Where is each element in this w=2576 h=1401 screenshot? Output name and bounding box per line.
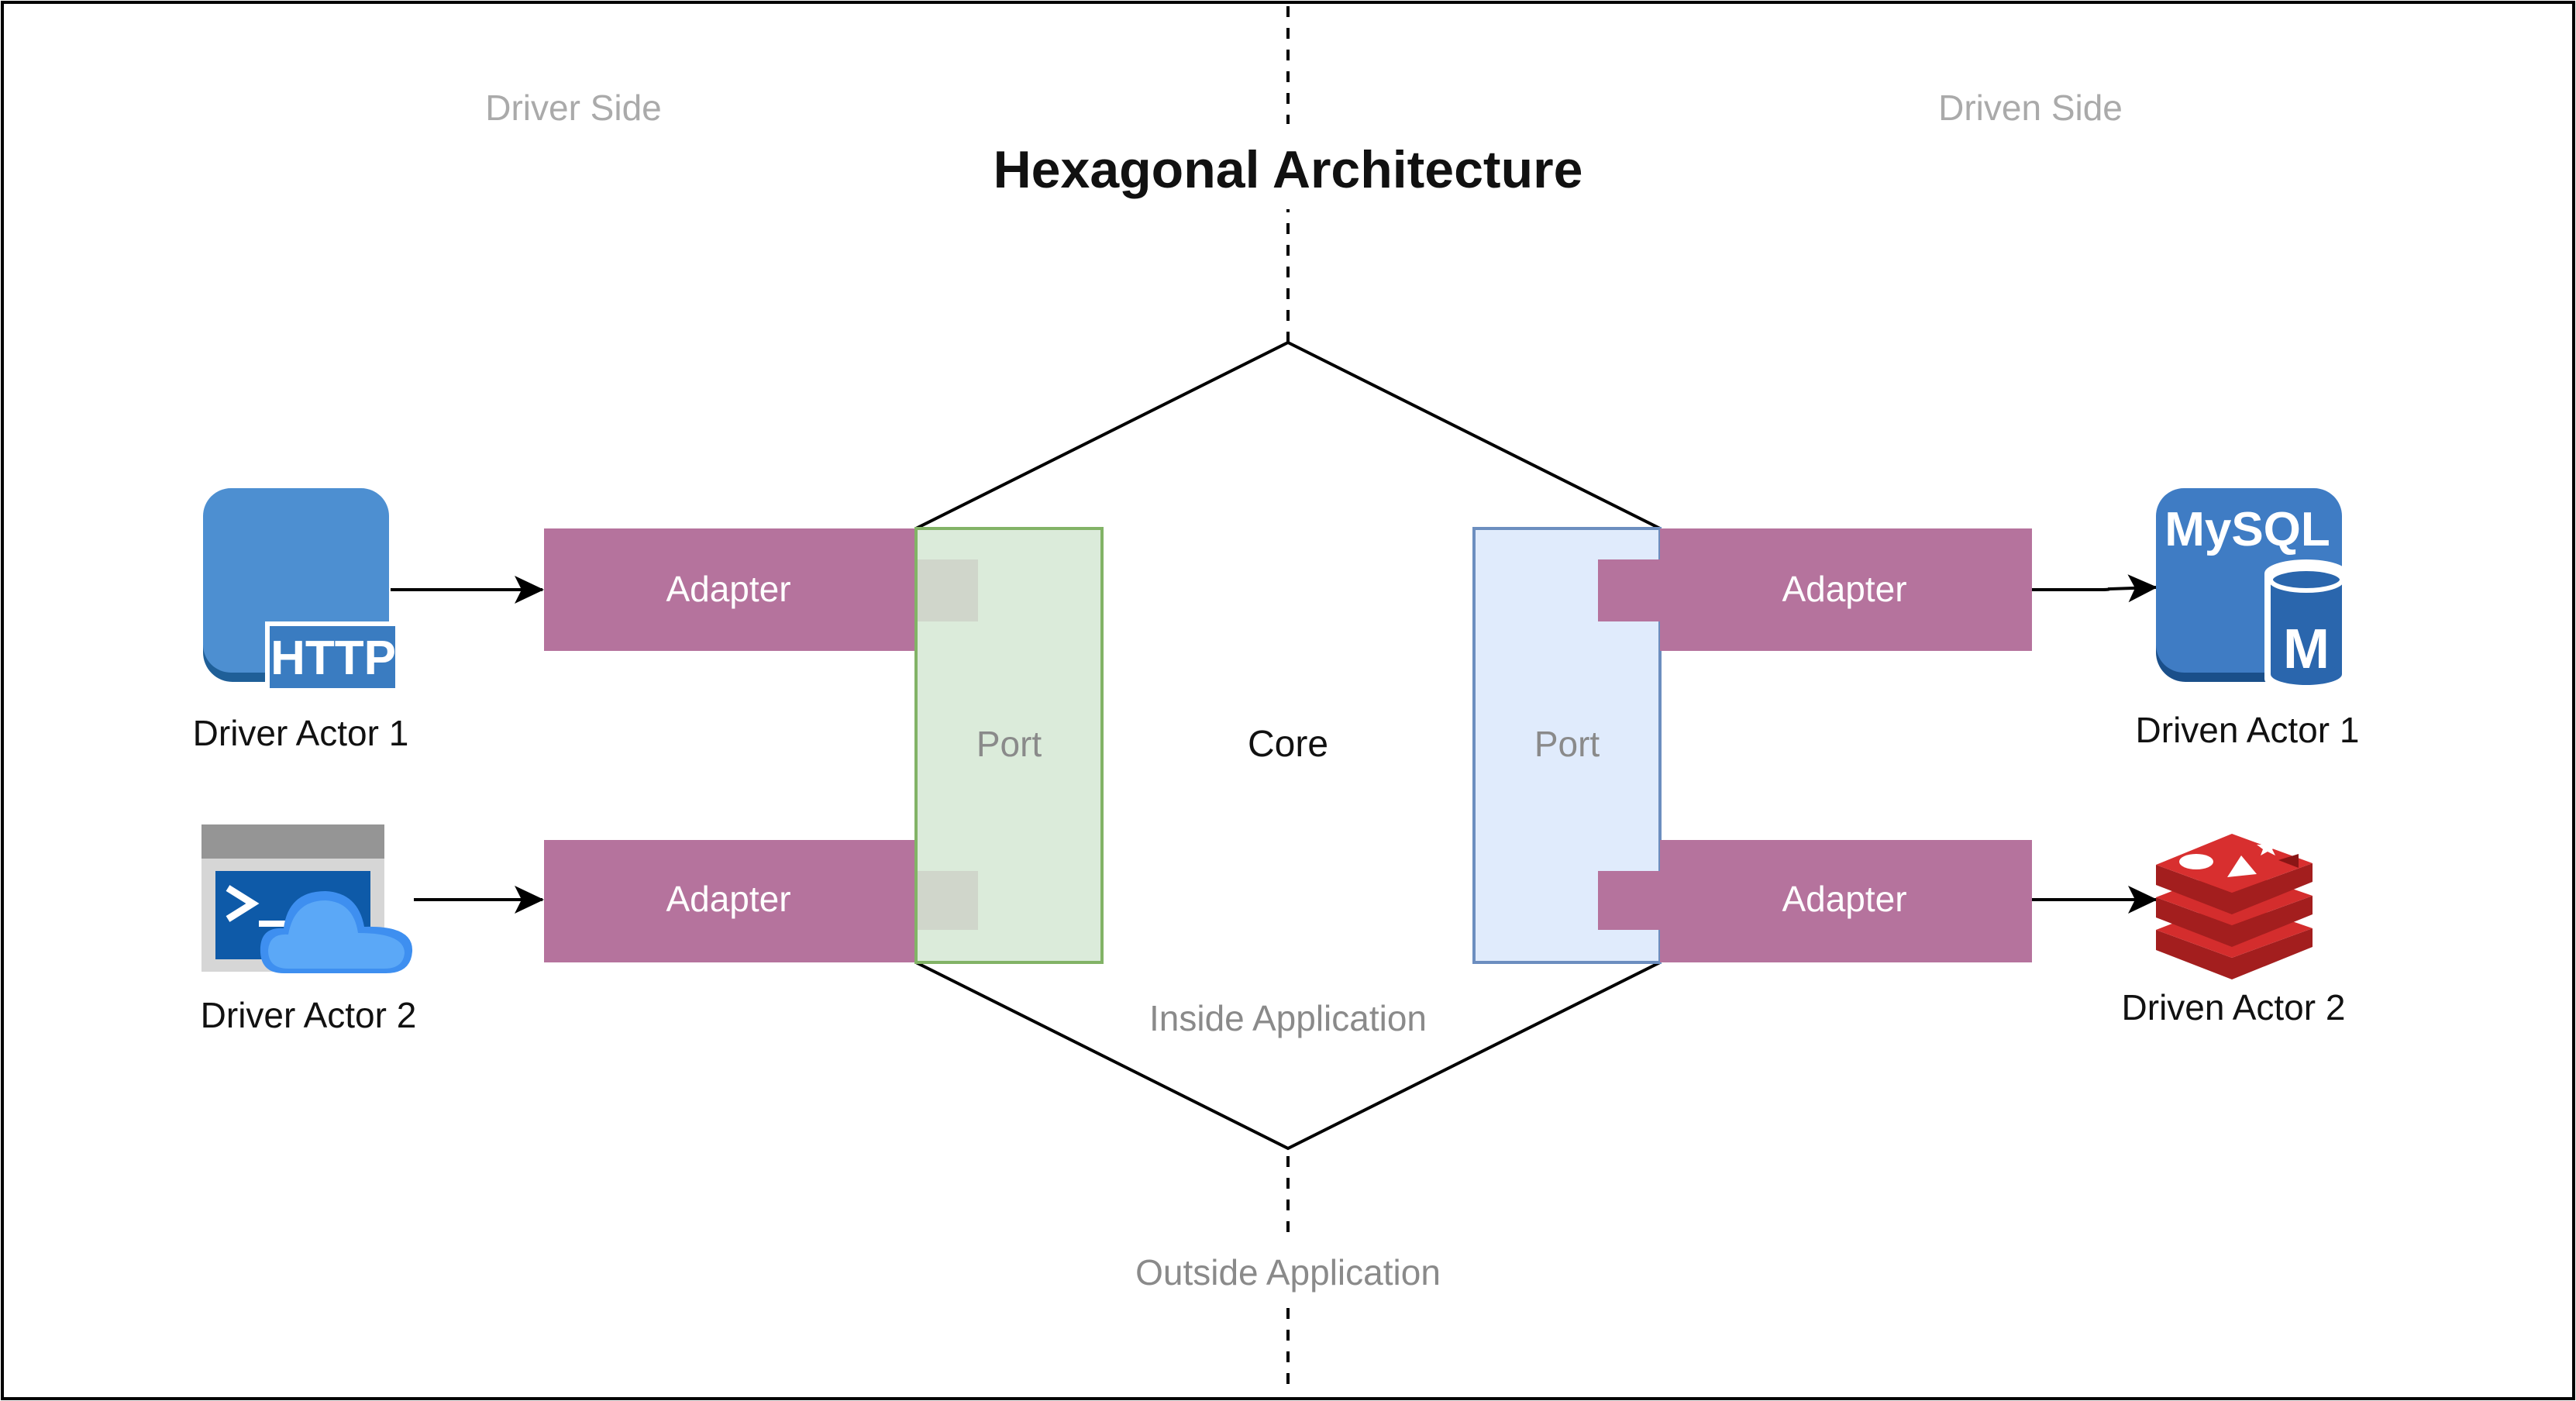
http-icon: HTTP (203, 488, 398, 693)
driven-port-label: Port (1534, 724, 1600, 764)
driven-side-label: Driven Side (1938, 88, 2123, 128)
driver-port-label: Port (976, 724, 1042, 764)
driven-adapter-1-label: Adapter (1782, 569, 1906, 609)
http-icon-text: HTTP (270, 632, 396, 685)
diagram-title: Hexagonal Architecture (994, 140, 1583, 199)
mysql-badge-text: M (2283, 618, 2330, 680)
redis-icon (2156, 834, 2313, 979)
driver-adapter-1[interactable] (544, 528, 978, 651)
core-label: Core (1248, 724, 1328, 765)
cloud-shell-icon (201, 824, 413, 973)
driven-adapter-2-label: Adapter (1782, 879, 1906, 919)
mysql-icon: MySQL M (2156, 488, 2348, 693)
title-backdrop (961, 124, 1615, 209)
driver-adapter-2-label: Adapter (666, 879, 790, 919)
driver-adapter-1-label: Adapter (666, 569, 790, 609)
outside-application-label: Outside Application (1135, 1252, 1441, 1293)
mysql-icon-text: MySQL (2164, 503, 2330, 556)
driver-actor-1-label: Driver Actor 1 (193, 713, 409, 753)
inside-application-label: Inside Application (1149, 998, 1427, 1038)
driver-side-label: Driver Side (485, 88, 662, 128)
driven-actor-1-label: Driven Actor 1 (2136, 710, 2360, 750)
driver-port[interactable] (914, 527, 1104, 964)
driver-adapter-2[interactable] (544, 840, 978, 962)
driven-adapter-1[interactable] (1598, 528, 2032, 651)
outside-label-backdrop (1116, 1238, 1460, 1297)
adapter-to-driven-1-arrow (2032, 574, 2158, 603)
driven-actor-2-label: Driven Actor 2 (2122, 987, 2346, 1028)
driven-adapter-2[interactable] (1598, 840, 2032, 962)
driver-actor-2-label: Driver Actor 2 (201, 995, 417, 1035)
